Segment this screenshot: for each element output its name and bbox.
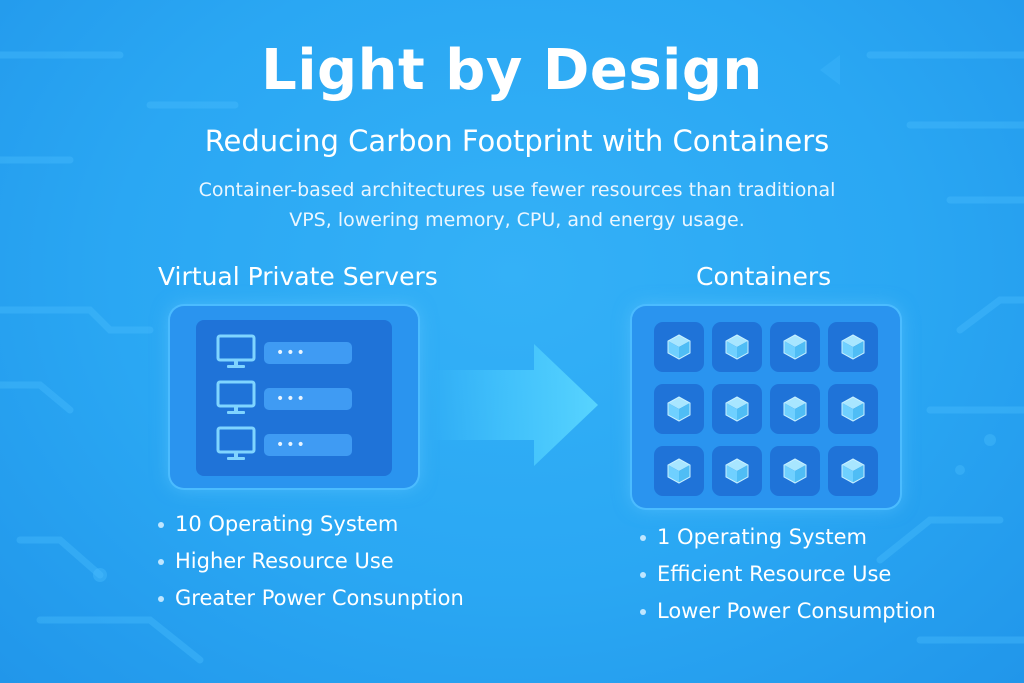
list-item: 10 Operating System xyxy=(157,506,464,543)
containers-panel xyxy=(632,306,900,508)
vps-server-stack: ••• ••• ••• xyxy=(196,320,392,476)
container-cell xyxy=(770,446,820,496)
monitor-icon xyxy=(216,426,256,460)
dots-icon: ••• xyxy=(276,437,307,453)
cube-icon xyxy=(725,396,749,422)
server-bar: ••• xyxy=(264,342,352,364)
container-cell xyxy=(828,322,878,372)
container-cell xyxy=(712,446,762,496)
arrow-right-icon xyxy=(430,344,598,466)
list-item: Greater Power Consunption xyxy=(157,580,464,617)
cube-icon xyxy=(667,458,691,484)
container-cell xyxy=(654,384,704,434)
cube-icon xyxy=(667,396,691,422)
monitor-icon xyxy=(216,380,256,414)
page-title: Light by Design xyxy=(261,38,763,103)
container-cell xyxy=(654,322,704,372)
cube-icon xyxy=(667,334,691,360)
page-subtitle: Reducing Carbon Footprint with Container… xyxy=(204,124,830,158)
container-cell xyxy=(828,384,878,434)
cube-icon xyxy=(783,334,807,360)
vps-heading: Virtual Private Servers xyxy=(158,262,438,291)
description-line-2: VPS, lowering memory, CPU, and energy us… xyxy=(289,209,745,231)
container-cell xyxy=(654,446,704,496)
cube-icon xyxy=(841,396,865,422)
container-cell xyxy=(770,384,820,434)
description-line-1: Container-based architectures use fewer … xyxy=(198,179,836,201)
cube-icon xyxy=(725,334,749,360)
cube-icon xyxy=(841,458,865,484)
container-cell xyxy=(712,322,762,372)
vps-bullet-list: 10 Operating System Higher Resource Use … xyxy=(157,506,464,617)
cube-icon xyxy=(783,458,807,484)
dots-icon: ••• xyxy=(276,345,307,361)
containers-heading: Containers xyxy=(696,262,832,291)
vps-server-row: ••• xyxy=(216,334,356,370)
server-bar: ••• xyxy=(264,388,352,410)
vps-server-row: ••• xyxy=(216,380,356,416)
vps-panel: ••• ••• ••• xyxy=(170,306,418,488)
container-cell xyxy=(712,384,762,434)
cube-icon xyxy=(783,396,807,422)
container-cell xyxy=(770,322,820,372)
list-item: 1 Operating System xyxy=(639,519,936,556)
list-item: Efficient Resource Use xyxy=(639,556,936,593)
container-grid xyxy=(654,322,878,496)
list-item: Lower Power Consumption xyxy=(639,593,936,630)
monitor-icon xyxy=(216,334,256,368)
dots-icon: ••• xyxy=(276,391,307,407)
description: Container-based architectures use fewer … xyxy=(0,175,1024,235)
cube-icon xyxy=(725,458,749,484)
list-item: Higher Resource Use xyxy=(157,543,464,580)
cube-icon xyxy=(841,334,865,360)
server-bar: ••• xyxy=(264,434,352,456)
container-cell xyxy=(828,446,878,496)
vps-server-row: ••• xyxy=(216,426,356,462)
containers-bullet-list: 1 Operating System Efficient Resource Us… xyxy=(639,519,936,630)
